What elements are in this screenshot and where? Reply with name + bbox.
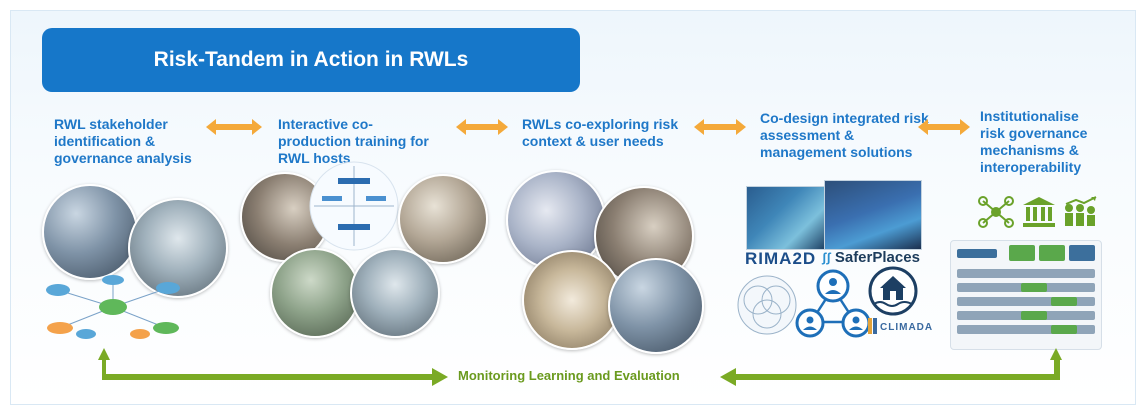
people-growth-icon (1065, 196, 1097, 226)
diagram-title: Risk-Tandem in Action in RWLs (42, 28, 580, 92)
network-icon (978, 196, 1014, 228)
stage-arrow-4-5 (918, 119, 970, 135)
stage-1-title: RWL stakeholder identification & governa… (54, 116, 192, 166)
saferplaces-flood-map (824, 180, 922, 250)
stage-3-postit-photo (608, 258, 704, 354)
stage-4-title: Co-design integrated risk assessment & m… (760, 110, 929, 160)
climada-logo-mark (868, 318, 877, 334)
training-framework-diagram (309, 161, 399, 251)
stage-2-title: Interactive co-production training for R… (278, 116, 429, 166)
stage-2-training-photo-2 (398, 174, 488, 264)
stage-3-title: RWLs co-exploring risk context & user ne… (522, 116, 679, 149)
feedback-loop-label: Monitoring Learning and Evaluation (458, 368, 680, 383)
stage-arrow-2-3 (456, 119, 508, 135)
rima2d-logo: RIMA2D (745, 249, 817, 268)
saferplaces-logo: ʃʃ SaferPlaces (822, 249, 920, 266)
stage-2-presenter-photo (350, 248, 440, 338)
diagram-title-text: Risk-Tandem in Action in RWLs (153, 48, 469, 71)
stage-5-title: Institutionalise risk governance mechani… (980, 108, 1088, 175)
climada-logo: CLIMADA (880, 322, 934, 333)
stage-2-landscape-photo (270, 248, 360, 338)
feedback-arrow-right (720, 348, 1062, 386)
rima2d-flood-map (746, 186, 826, 250)
risk-venn-diagram (737, 275, 797, 335)
interoperability-table-image (950, 240, 1102, 350)
stakeholder-network-diagram (46, 275, 180, 339)
stage-3-workshop-photo-2 (522, 250, 622, 350)
saferplaces-logo-text: SaferPlaces (834, 249, 920, 266)
stage-arrow-1-2 (206, 119, 262, 135)
group-network-icon (795, 269, 871, 338)
feedback-arrow-left (98, 348, 448, 386)
stage-1-meeting-photo (42, 184, 138, 280)
institution-icon (1023, 197, 1055, 227)
flood-house-icon (868, 266, 918, 316)
stage-arrow-3-4 (694, 119, 746, 135)
stage-1-meeting-photo-2 (128, 198, 228, 298)
